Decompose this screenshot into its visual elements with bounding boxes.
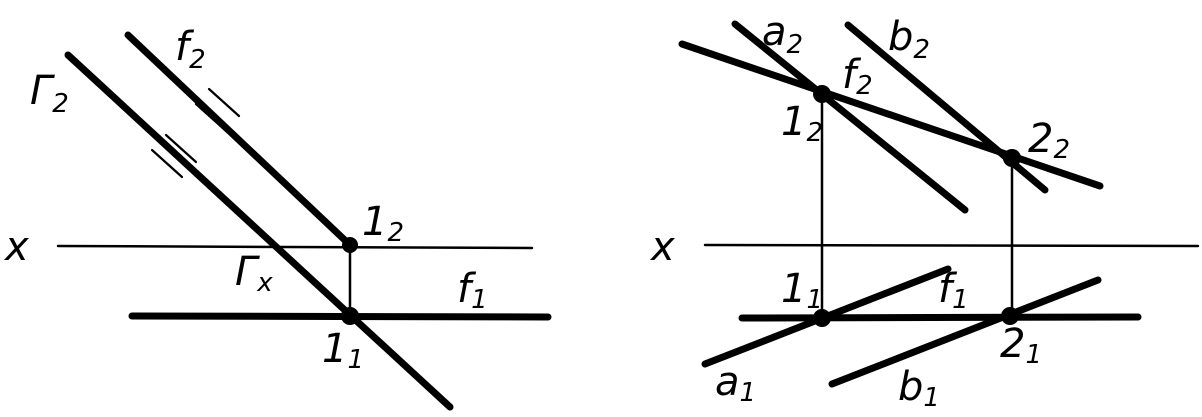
left-point-1-2-label: 12 — [362, 199, 404, 248]
left-figure: x Γ2 f2 12 Γx f1 11 — [3, 24, 552, 411]
right-point-2-2 — [1003, 149, 1021, 167]
left-parallel-tick — [194, 102, 228, 133]
right-f1-line — [738, 313, 1142, 322]
right-point-1-2-label: 12 — [781, 99, 823, 148]
right-b2-label: b2 — [888, 14, 930, 65]
right-f1-label: f1 — [938, 266, 969, 315]
left-f1-label: f1 — [457, 266, 488, 315]
right-figure: x a2 b2 f2 12 22 11 f1 21 a1 b1 — [649, 9, 1200, 413]
right-b1-label: b1 — [898, 364, 940, 413]
right-point-1-2 — [813, 85, 831, 103]
right-point-2-1-label: 21 — [1000, 321, 1042, 370]
left-point-1-2 — [342, 237, 358, 253]
right-a2-label: a2 — [762, 9, 803, 60]
right-f2-label: f2 — [842, 52, 873, 101]
left-gamma2-line — [64, 51, 454, 411]
right-point-2-1 — [1001, 307, 1019, 325]
left-parallel-tick — [150, 148, 184, 179]
right-b1-line — [828, 276, 1102, 388]
right-a1-label: a1 — [715, 359, 756, 408]
left-f2-line — [124, 31, 354, 249]
left-f2-label: f2 — [175, 24, 206, 75]
left-point-1-1 — [341, 307, 359, 325]
right-point-2-2-label: 22 — [1028, 116, 1070, 165]
right-point-1-1 — [813, 309, 831, 327]
left-gamma-x-label: Γx — [235, 249, 273, 298]
right-axis-label: x — [649, 224, 675, 270]
left-f1-line — [128, 312, 552, 321]
left-gamma2-label: Γ2 — [30, 68, 69, 119]
left-point-1-1-label: 11 — [322, 326, 364, 375]
right-f2-line — [678, 40, 1104, 190]
left-parallel-tick — [164, 133, 198, 164]
right-x-axis-line — [703, 243, 1200, 248]
left-parallel-tick — [207, 87, 241, 118]
left-axis-label: x — [3, 224, 29, 270]
right-a2-line — [731, 20, 969, 214]
right-point-1-1-label: 11 — [781, 266, 823, 315]
left-x-axis-line — [56, 244, 534, 250]
